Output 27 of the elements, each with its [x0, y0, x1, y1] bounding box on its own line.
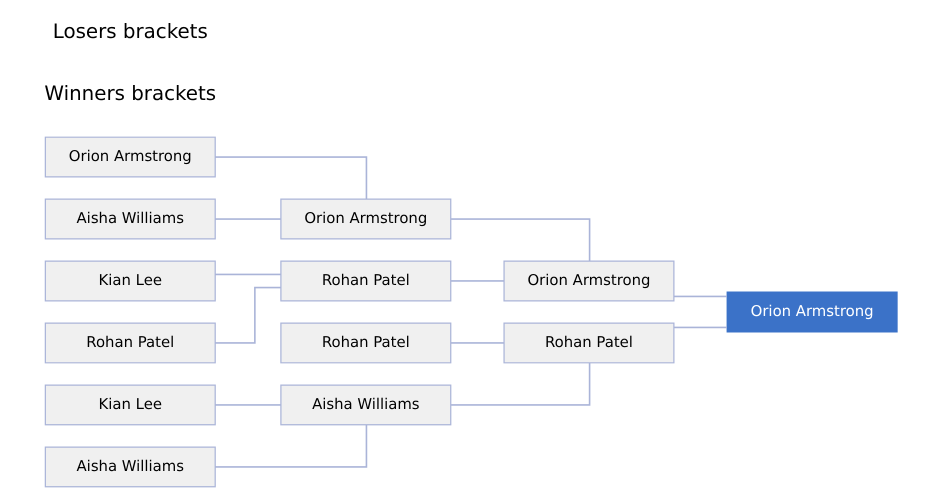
connector — [215, 156, 368, 200]
node-box: Aisha Williams — [280, 384, 452, 426]
node-box: Rohan Patel — [44, 322, 216, 364]
node-box: Rohan Patel — [280, 322, 452, 364]
node-box: Orion Armstrong — [503, 260, 674, 302]
connector — [215, 424, 368, 468]
node-box: Aisha Williams — [44, 446, 216, 488]
node-box: Kian Lee — [44, 384, 216, 426]
connector — [674, 296, 727, 298]
connector — [674, 326, 727, 328]
node-box: Orion Armstrong — [44, 136, 216, 178]
node-box: Rohan Patel — [280, 260, 452, 302]
label: Losers brackets — [52, 20, 208, 43]
node-box: Orion Armstrong — [280, 198, 452, 240]
connector — [450, 280, 504, 282]
node-box: Rohan Patel — [503, 322, 674, 364]
node-box: Orion Armstrong — [726, 292, 898, 332]
node-box: Kian Lee — [44, 260, 216, 302]
connector — [215, 274, 281, 276]
node-box: Aisha Williams — [44, 198, 216, 240]
label: Winners brackets — [44, 82, 216, 105]
connector — [215, 286, 281, 344]
connector — [451, 218, 590, 262]
connector — [215, 218, 281, 220]
connector — [450, 342, 504, 344]
connector — [451, 362, 590, 406]
connector — [215, 404, 281, 406]
